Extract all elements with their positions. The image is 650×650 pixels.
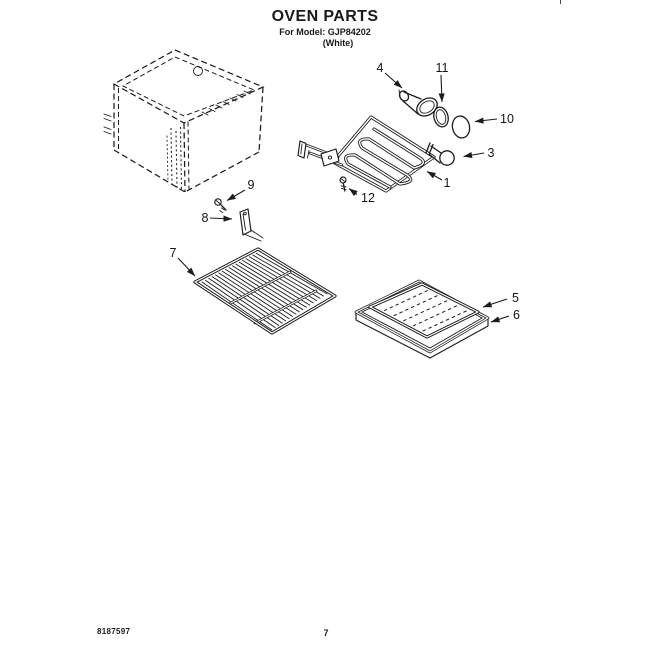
rack-wires [201, 252, 328, 331]
model-line: For Model: GJP84202 [279, 26, 371, 37]
callout-11-label: 11 [436, 61, 449, 75]
callout-8-label: 8 [202, 211, 209, 225]
bracket-8 [239, 208, 252, 236]
callout-3-label: 3 [488, 146, 495, 160]
light-lens-drawing [451, 115, 471, 139]
terminal-plate [297, 140, 307, 159]
callout-5-label: 5 [512, 291, 519, 305]
literature-number: 8187597 [97, 627, 131, 636]
callout-12-label: 12 [361, 191, 375, 205]
oven-rack-drawing [193, 247, 337, 335]
callout-9-label: 9 [248, 178, 255, 192]
bake-element-drawing [297, 115, 436, 193]
page-header: OVEN PARTS For Model: GJP84202 (White) [0, 8, 650, 49]
callout-7-label: 7 [170, 246, 177, 260]
lens-gasket-drawing [433, 106, 449, 128]
vent-louvers [201, 90, 251, 116]
page-number: 7 [323, 628, 329, 638]
page-title: OVEN PARTS [271, 8, 379, 25]
broiler-grid-drawing [368, 282, 480, 339]
bracket-screw-drawing [214, 198, 264, 242]
left-edge-slots [103, 113, 112, 135]
callout-6-label: 6 [513, 308, 520, 322]
light-bulb-drawing [425, 142, 455, 166]
finish-line: (White) [322, 38, 354, 49]
callout-10-label: 10 [500, 112, 514, 126]
cavity-hole [193, 66, 203, 76]
front-vent-band [166, 126, 183, 190]
oven-cavity-drawing [103, 49, 265, 193]
callout-4-label: 4 [377, 61, 384, 75]
lamp-socket-drawing [398, 89, 438, 117]
callout-1-label: 1 [444, 176, 451, 190]
crop-mark [560, 0, 561, 4]
element-bracket [320, 148, 340, 167]
grid-slits [383, 290, 467, 332]
